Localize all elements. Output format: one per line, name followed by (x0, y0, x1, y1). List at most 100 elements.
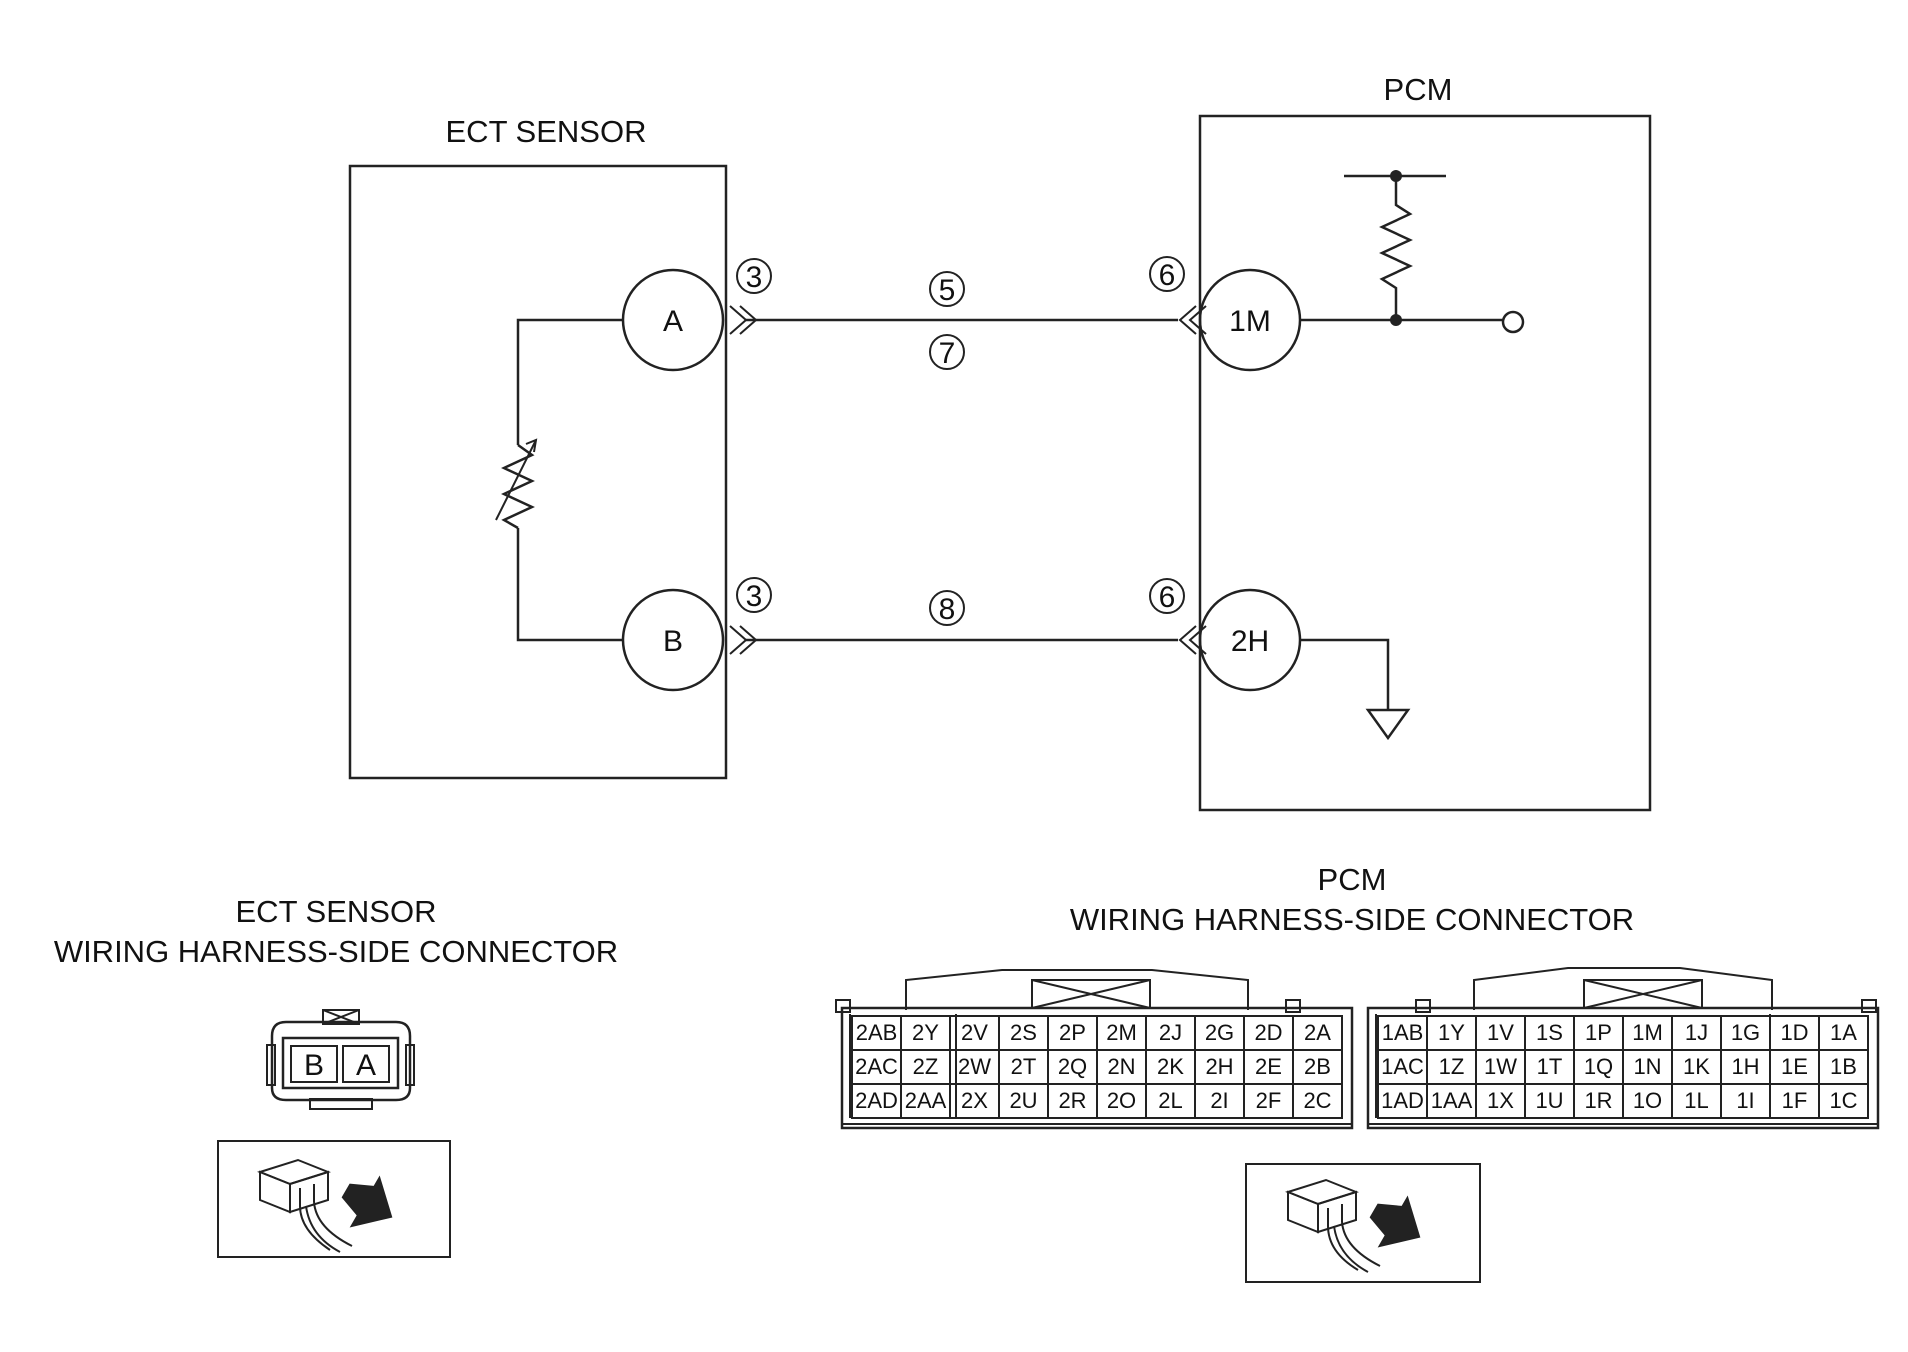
pcm-block2-terminal-2aa: 2AA (905, 1088, 947, 1113)
pcm-block2-terminal-2k: 2K (1157, 1054, 1184, 1079)
pcm-block1-terminal-1k: 1K (1683, 1054, 1710, 1079)
ect-connector-title-1: ECT SENSOR (236, 894, 437, 929)
svg-text:6: 6 (1159, 259, 1176, 292)
pcm-block1-terminal-1ab: 1AB (1382, 1020, 1424, 1045)
pcm-block2-terminal-2m: 2M (1106, 1020, 1137, 1045)
pcm-block2-terminal-2s: 2S (1010, 1020, 1037, 1045)
pcm-box (1198, 114, 1652, 812)
pcm-block2-terminal-2o: 2O (1107, 1088, 1136, 1113)
pcm-block1-terminal-1aa: 1AA (1431, 1088, 1473, 1113)
pcm-pin-2h: 2H (1198, 588, 1302, 692)
pcm-connector-title-1: PCM (1318, 862, 1387, 897)
pcm-block1-terminal-1a: 1A (1830, 1020, 1857, 1045)
pcm-block2-terminal-2z: 2Z (913, 1054, 939, 1079)
pcm-block2-terminal-2r: 2R (1058, 1088, 1086, 1113)
pcm-block1-terminal-1n: 1N (1633, 1054, 1661, 1079)
pcm-block1-terminal-1ac: 1AC (1381, 1054, 1424, 1079)
pcm-block2-terminal-2ab: 2AB (856, 1020, 898, 1045)
pcm-block1-terminal-1e: 1E (1781, 1054, 1808, 1079)
pcm-block1-terminal-1t: 1T (1537, 1054, 1563, 1079)
pcm-block1-terminal-1y: 1Y (1438, 1020, 1465, 1045)
pcm-block2-terminal-2j: 2J (1159, 1020, 1182, 1045)
sensor-pin-b-label: B (663, 625, 683, 658)
pcm-block2-cell-2c (1292, 1083, 1343, 1119)
pcm-connector-block-1: 1AB 1Y 1V 1S 1P 1M 1J 1G 1D 1A 1AC 1Z 1W 1T 1Q 1N 1K 1H 1E… (1377, 1015, 1869, 1119)
pcm-pin-1m-label: 1M (1229, 305, 1271, 338)
pcm-block2-terminal-2q: 2Q (1058, 1054, 1087, 1079)
pcm-block1-terminal-1d: 1D (1780, 1020, 1808, 1045)
pcm-block1-terminal-1o: 1O (1633, 1088, 1662, 1113)
pcm-block1-terminal-1p: 1P (1585, 1020, 1612, 1045)
sensor-pin-a: A (621, 268, 725, 372)
pcm-block2-terminal-2t: 2T (1011, 1054, 1037, 1079)
pcm-block2-terminal-2h: 2H (1205, 1054, 1233, 1079)
svg-text:3: 3 (746, 580, 763, 613)
pcm-connector-title-2: WIRING HARNESS-SIDE CONNECTOR (1070, 902, 1634, 937)
pcm-block2-terminal-2i: 2I (1210, 1088, 1228, 1113)
pcm-block1-terminal-1q: 1Q (1584, 1054, 1613, 1079)
thermistor-symbol (495, 318, 623, 642)
pcm-block2-terminal-2x: 2X (961, 1088, 988, 1113)
pcm-block2-terminal-2u: 2U (1009, 1088, 1037, 1113)
wire-a-callout-2: 7 (929, 334, 965, 370)
pcm-block2-terminal-2d: 2D (1254, 1020, 1282, 1045)
pcm-block1-terminal-1w: 1W (1484, 1054, 1517, 1079)
pcm-circuit-callout-2h: 6 (1149, 578, 1185, 614)
ect-terminal-b: B (304, 1049, 324, 1082)
pcm-view-direction-icon (1245, 1163, 1481, 1283)
pcm-block1-terminal-1v: 1V (1487, 1020, 1514, 1045)
pcm-block1-terminal-1f: 1F (1782, 1088, 1808, 1113)
pcm-block1-terminal-1x: 1X (1487, 1088, 1514, 1113)
pcm-block2-terminal-2l: 2L (1158, 1088, 1182, 1113)
pcm-title: PCM (1384, 72, 1453, 107)
ect-sensor-box (348, 164, 728, 780)
pcm-circuit-callout-1m: 6 (1149, 256, 1185, 292)
ect-terminal-a: A (356, 1049, 376, 1082)
pcm-block1-terminal-1m: 1M (1632, 1020, 1663, 1045)
pcm-block2-terminal-2ad: 2AD (855, 1088, 898, 1113)
svg-text:6: 6 (1159, 581, 1176, 614)
pcm-block2-terminal-2b: 2B (1304, 1054, 1331, 1079)
pcm-block1-terminal-1l: 1L (1684, 1088, 1708, 1113)
svg-text:7: 7 (939, 337, 956, 370)
pcm-block2-terminal-2p: 2P (1059, 1020, 1086, 1045)
pcm-connector-housing (835, 967, 1880, 1130)
pcm-block1-cell-1c (1818, 1083, 1869, 1119)
svg-text:8: 8 (939, 593, 956, 626)
pcm-block1-terminal-1i: 1I (1736, 1088, 1754, 1113)
pcm-block2-terminal-2v: 2V (961, 1020, 988, 1045)
sensor-pin-a-label: A (663, 305, 683, 338)
pcm-block1-terminal-1h: 1H (1731, 1054, 1759, 1079)
pcm-block1-terminal-1s: 1S (1536, 1020, 1563, 1045)
ect-2pin-connector: B A (266, 1009, 415, 1110)
wire-b-callout: 8 (929, 590, 965, 626)
pcm-block1-terminal-1g: 1G (1731, 1020, 1760, 1045)
pcm-block1-terminal-1ad: 1AD (1381, 1088, 1424, 1113)
pcm-pin-1m: 1M (1198, 268, 1302, 372)
pcm-block1-terminal-1c: 1C (1829, 1088, 1857, 1113)
pcm-block2-terminal-2w: 2W (958, 1054, 991, 1079)
pcm-ground-symbol (1300, 638, 1411, 741)
pcm-block2-terminal-2f: 2F (1256, 1088, 1282, 1113)
svg-text:5: 5 (939, 274, 956, 307)
pcm-block2-terminal-2y: 2Y (912, 1020, 939, 1045)
svg-text:3: 3 (746, 261, 763, 294)
pcm-block2-terminal-2a: 2A (1304, 1020, 1331, 1045)
ect-view-direction-icon (217, 1140, 451, 1258)
pcm-block2-terminal-2n: 2N (1107, 1054, 1135, 1079)
sensor-circuit-callout-b: 3 (736, 577, 772, 613)
pcm-pullup-resistor (1300, 170, 1525, 334)
pcm-block2-terminal-2g: 2G (1205, 1020, 1234, 1045)
pcm-block1-terminal-1z: 1Z (1439, 1054, 1465, 1079)
ect-connector-title-2: WIRING HARNESS-SIDE CONNECTOR (54, 934, 618, 969)
pcm-block2-terminal-2c: 2C (1303, 1088, 1331, 1113)
wire-a-callout-1: 5 (929, 271, 965, 307)
pcm-block1-terminal-1u: 1U (1535, 1088, 1563, 1113)
ect-sensor-title: ECT SENSOR (446, 114, 647, 149)
pcm-pin-2h-label: 2H (1231, 625, 1269, 658)
pcm-block2-terminal-2e: 2E (1255, 1054, 1282, 1079)
pcm-block1-terminal-1j: 1J (1685, 1020, 1708, 1045)
pcm-block1-terminal-1r: 1R (1584, 1088, 1612, 1113)
